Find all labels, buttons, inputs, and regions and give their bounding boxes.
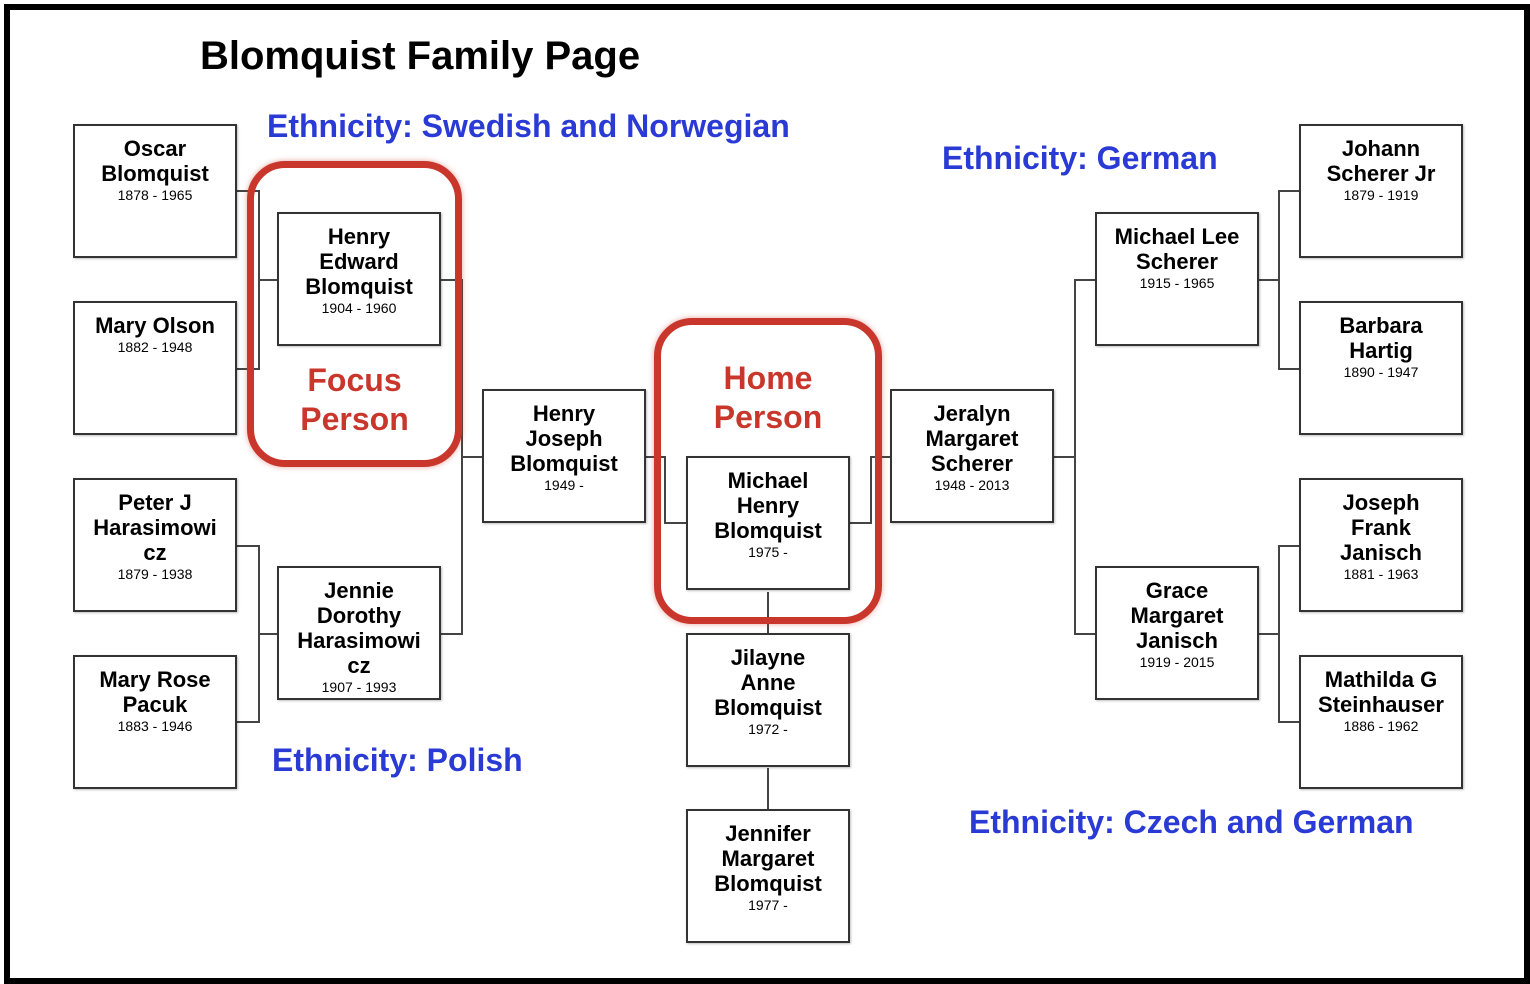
connector-line bbox=[664, 456, 666, 524]
connector-line bbox=[1278, 190, 1299, 192]
person-name: Barbara Hartig bbox=[1339, 313, 1423, 363]
connector-line bbox=[461, 456, 483, 458]
person-box-grace-janisch: Grace Margaret Janisch 1919 - 2015 bbox=[1095, 566, 1259, 700]
person-box-jilayne-blomquist: Jilayne Anne Blomquist 1972 - bbox=[686, 633, 850, 767]
person-box-henry-edward-blomquist: Henry Edward Blomquist 1904 - 1960 bbox=[277, 212, 441, 346]
person-dates: 1886 - 1962 bbox=[1343, 718, 1419, 734]
person-dates: 1883 - 1946 bbox=[117, 718, 193, 734]
connector-line bbox=[1074, 279, 1096, 281]
person-box-michael-lee-scherer: Michael Lee Scherer 1915 - 1965 bbox=[1095, 212, 1259, 346]
person-box-mathilda-steinhauser: Mathilda G Steinhauser 1886 - 1962 bbox=[1299, 655, 1463, 789]
person-box-peter-harasimowicz: Peter J Harasimowi cz 1879 - 1938 bbox=[73, 478, 237, 612]
person-name: Henry Edward Blomquist bbox=[305, 224, 413, 299]
person-name: Grace Margaret Janisch bbox=[1130, 578, 1224, 653]
person-box-jennifer-blomquist: Jennifer Margaret Blomquist 1977 - bbox=[686, 809, 850, 943]
person-dates: 1907 - 1993 bbox=[321, 679, 397, 695]
connector-line bbox=[258, 633, 278, 635]
person-dates: 1949 - bbox=[544, 477, 584, 493]
connector-line bbox=[850, 522, 872, 524]
person-dates: 1904 - 1960 bbox=[321, 300, 397, 316]
person-name: Jennifer Margaret Blomquist bbox=[714, 821, 822, 896]
person-name: Johann Scherer Jr bbox=[1326, 136, 1436, 186]
ethnicity-label-czech: Ethnicity: Czech and German bbox=[969, 804, 1414, 840]
ethnicity-label-swedish: Ethnicity: Swedish and Norwegian bbox=[267, 108, 790, 144]
person-name: Mary Rose Pacuk bbox=[99, 667, 211, 717]
connector-line bbox=[1074, 279, 1076, 635]
person-dates: 1879 - 1938 bbox=[117, 566, 193, 582]
person-dates: 1915 - 1965 bbox=[1139, 275, 1215, 291]
connector-line bbox=[1278, 545, 1299, 547]
person-name: Henry Joseph Blomquist bbox=[510, 401, 618, 476]
connector-line bbox=[237, 721, 260, 723]
connector-line bbox=[1074, 633, 1096, 635]
person-name: Jilayne Anne Blomquist bbox=[714, 645, 822, 720]
connector-line bbox=[1259, 279, 1280, 281]
person-name: Joseph Frank Janisch bbox=[1340, 490, 1422, 565]
person-dates: 1879 - 1919 bbox=[1343, 187, 1419, 203]
home-person-label: Home Person bbox=[713, 360, 823, 435]
person-name: Michael Henry Blomquist bbox=[714, 468, 822, 543]
ethnicity-label-polish: Ethnicity: Polish bbox=[272, 742, 523, 778]
person-box-joseph-frank-janisch: Joseph Frank Janisch 1881 - 1963 bbox=[1299, 478, 1463, 612]
person-name: Jennie Dorothy Harasimowi cz bbox=[297, 578, 421, 678]
focus-person-highlight bbox=[247, 161, 462, 467]
connector-line bbox=[441, 279, 463, 281]
person-dates: 1881 - 1963 bbox=[1343, 566, 1419, 582]
person-box-barbara-hartig: Barbara Hartig 1890 - 1947 bbox=[1299, 301, 1463, 435]
person-box-mary-olson: Mary Olson 1882 - 1948 bbox=[73, 301, 237, 435]
connector-line bbox=[870, 456, 872, 524]
connector-line bbox=[1054, 456, 1076, 458]
connector-line bbox=[767, 592, 769, 634]
person-box-johann-scherer-jr: Johann Scherer Jr 1879 - 1919 bbox=[1299, 124, 1463, 258]
person-dates: 1890 - 1947 bbox=[1343, 364, 1419, 380]
connector-line bbox=[1278, 190, 1280, 370]
person-box-oscar-blomquist: Oscar Blomquist 1878 - 1965 bbox=[73, 124, 237, 258]
person-dates: 1975 - bbox=[748, 544, 788, 560]
page-title: Blomquist Family Page bbox=[200, 34, 641, 78]
person-name: Oscar Blomquist bbox=[101, 136, 209, 186]
connector-line bbox=[1259, 633, 1280, 635]
person-dates: 1878 - 1965 bbox=[117, 187, 193, 203]
ethnicity-label-german: Ethnicity: German bbox=[942, 140, 1218, 176]
person-name: Peter J Harasimowi cz bbox=[93, 490, 217, 565]
person-name: Mathilda G Steinhauser bbox=[1318, 667, 1444, 717]
person-name: Mary Olson bbox=[95, 313, 215, 338]
connector-line bbox=[237, 545, 260, 547]
person-box-jennie-harasimowicz: Jennie Dorothy Harasimowi cz 1907 - 1993 bbox=[277, 566, 441, 700]
focus-person-label: Focus Person bbox=[300, 362, 409, 437]
connector-line bbox=[1278, 368, 1299, 370]
home-person-highlight bbox=[654, 318, 882, 624]
connector-line bbox=[664, 522, 686, 524]
person-box-michael-henry-blomquist: Michael Henry Blomquist 1975 - bbox=[686, 456, 850, 590]
person-dates: 1882 - 1948 bbox=[117, 339, 193, 355]
connector-line bbox=[258, 279, 278, 281]
person-name: Jeralyn Margaret Scherer bbox=[925, 401, 1019, 476]
connector-line bbox=[767, 768, 769, 810]
person-dates: 1919 - 2015 bbox=[1139, 654, 1215, 670]
person-box-jeralyn-scherer: Jeralyn Margaret Scherer 1948 - 2013 bbox=[890, 389, 1054, 523]
person-dates: 1972 - bbox=[748, 721, 788, 737]
connector-line bbox=[1278, 545, 1280, 723]
person-dates: 1948 - 2013 bbox=[934, 477, 1010, 493]
person-box-henry-joseph-blomquist: Henry Joseph Blomquist 1949 - bbox=[482, 389, 646, 523]
person-box-mary-rose-pacuk: Mary Rose Pacuk 1883 - 1946 bbox=[73, 655, 237, 789]
person-name: Michael Lee Scherer bbox=[1114, 224, 1240, 274]
connector-line bbox=[1278, 721, 1299, 723]
person-dates: 1977 - bbox=[748, 897, 788, 913]
connector-line bbox=[441, 633, 463, 635]
